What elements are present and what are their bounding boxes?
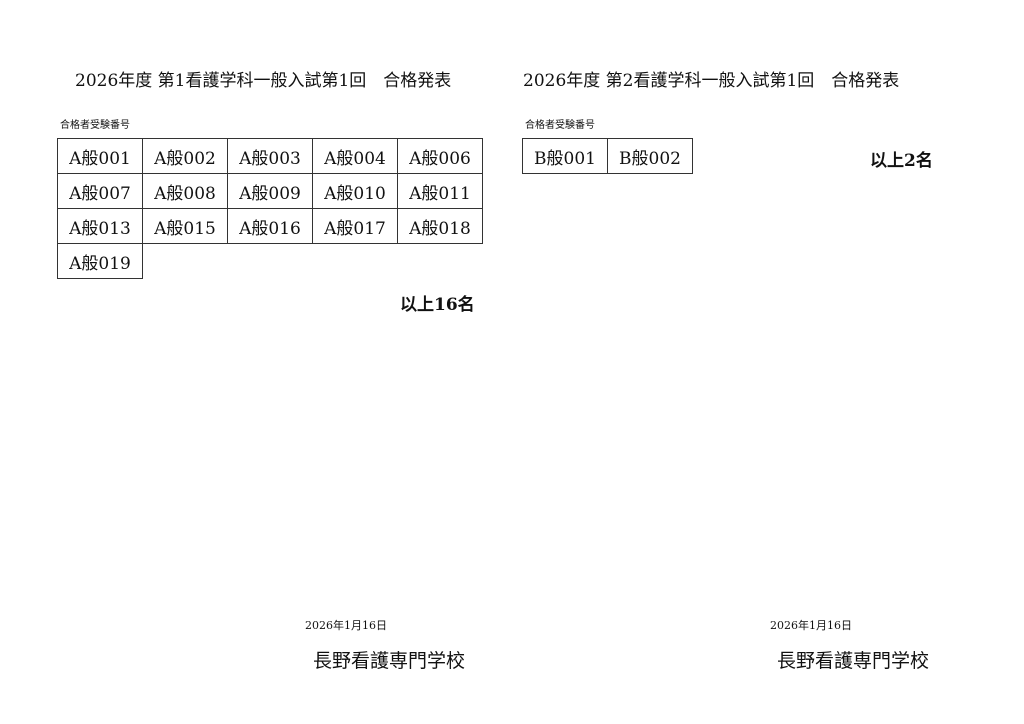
exam-number-cell: A般001 — [57, 138, 143, 174]
right-total: 以上2名 — [870, 151, 933, 171]
left-title: 2026年度 第1看護学科一般入試第1回 合格発表 — [75, 71, 452, 91]
exam-number-cell: A般008 — [142, 173, 228, 209]
exam-number-cell: A般011 — [397, 173, 483, 209]
left-label: 合格者受験番号 — [60, 120, 130, 131]
exam-number-cell: A般013 — [57, 208, 143, 244]
exam-number-cell: A般018 — [397, 208, 483, 244]
right-label: 合格者受験番号 — [525, 120, 595, 131]
exam-number-cell: A般004 — [312, 138, 398, 174]
exam-number-cell: B般002 — [607, 138, 693, 174]
exam-number-cell: A般002 — [142, 138, 228, 174]
right-title: 2026年度 第2看護学科一般入試第1回 合格発表 — [523, 71, 900, 91]
exam-number-cell: A般007 — [57, 173, 143, 209]
exam-number-cell: A般017 — [312, 208, 398, 244]
table-row: A般019 — [57, 243, 483, 279]
left-date: 2026年1月16日 — [305, 619, 387, 632]
exam-number-cell: A般016 — [227, 208, 313, 244]
exam-number-cell: A般015 — [142, 208, 228, 244]
exam-number-cell: A般010 — [312, 173, 398, 209]
exam-number-cell: A般003 — [227, 138, 313, 174]
exam-number-cell: A般006 — [397, 138, 483, 174]
left-total: 以上16名 — [400, 295, 475, 315]
right-school: 長野看護専門学校 — [777, 650, 930, 672]
exam-number-cell: A般019 — [57, 243, 143, 279]
exam-number-cell: B般001 — [522, 138, 608, 174]
exam-number-cell: A般009 — [227, 173, 313, 209]
left-school: 長野看護専門学校 — [313, 650, 466, 672]
right-date: 2026年1月16日 — [770, 619, 852, 632]
